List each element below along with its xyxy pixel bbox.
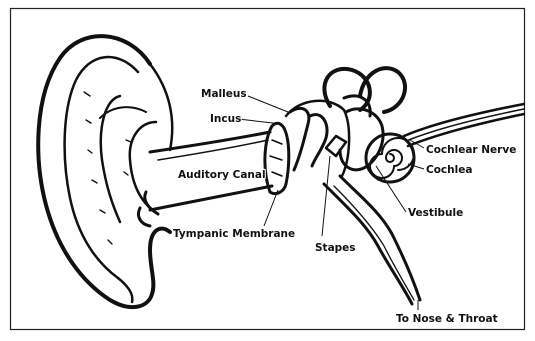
label-incus: Incus [210,113,241,125]
label-vestibule: Vestibule [408,207,463,219]
label-cochlea: Cochlea [426,164,472,176]
label-cochlear-nerve: Cochlear Nerve [426,144,516,156]
label-auditory-canal: Auditory Canal [178,169,266,181]
label-tympanic-membrane: Tympanic Membrane [173,228,295,240]
label-stapes: Stapes [315,242,356,254]
label-malleus: Malleus [201,88,247,100]
label-nose-throat: To Nose & Throat [396,313,498,325]
